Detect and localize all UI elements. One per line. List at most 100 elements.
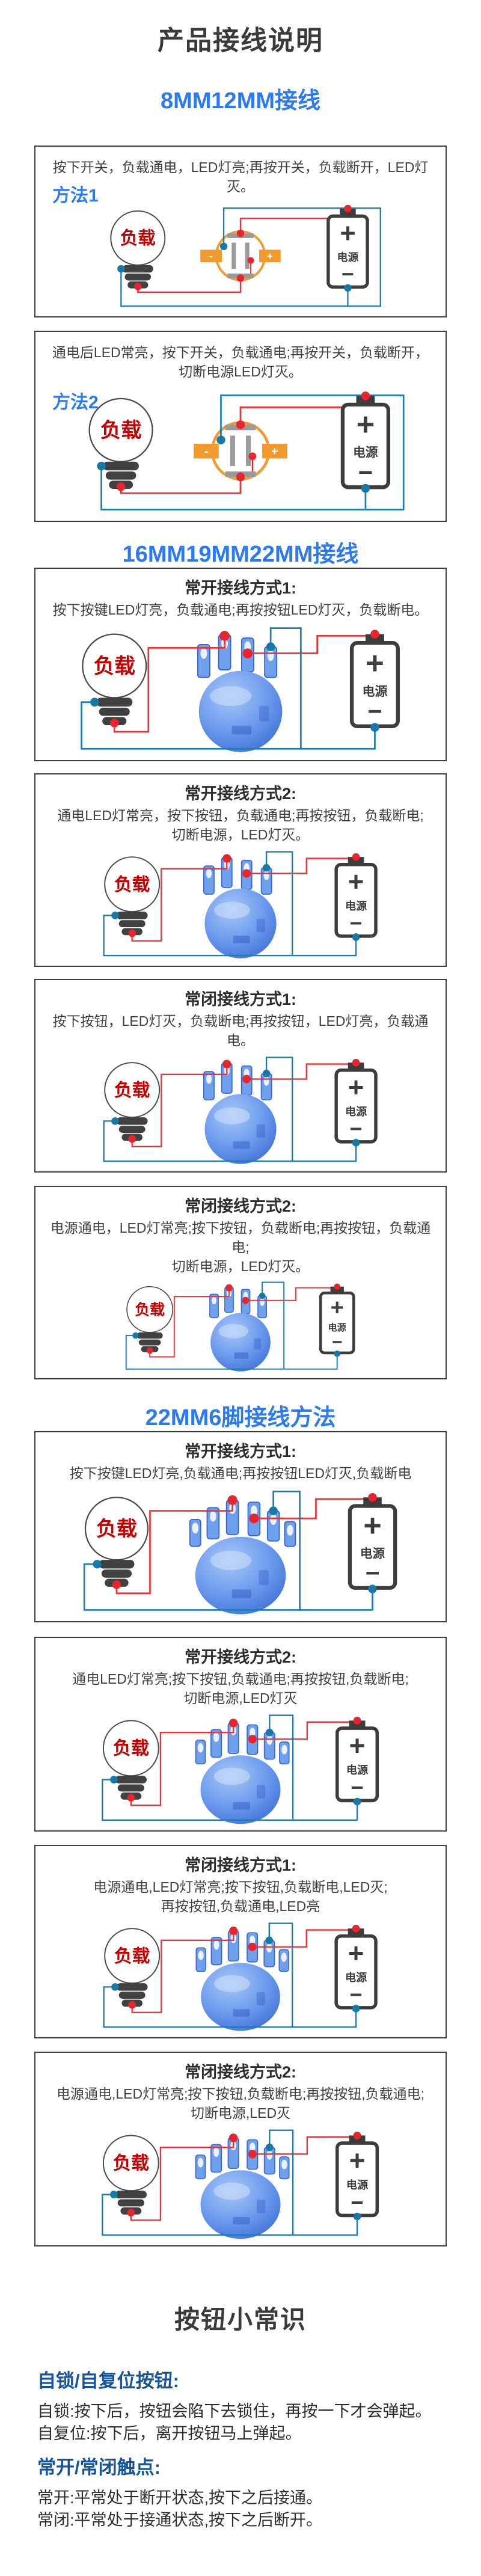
wire-blue <box>100 394 405 511</box>
wiring-diagram: 负载 + 电源 − <box>35 2123 446 2242</box>
svg-text:+: + <box>348 1938 364 1969</box>
svg-text:电源: 电源 <box>345 1105 367 1118</box>
method-label: 方法1 <box>52 186 99 206</box>
svg-text:电源: 电源 <box>362 685 387 699</box>
load-bulb-icon: 负载 <box>104 1928 161 2009</box>
power-battery-icon: + 电源 − <box>326 204 369 292</box>
power-battery-icon: + 电源 − <box>340 391 391 493</box>
wire-red <box>252 1721 358 1740</box>
svg-text:+: + <box>331 1295 344 1320</box>
box-desc: 通电后LED常亮，按下开关，负载通电;再按开关，负载断开， 切断电源LED灯灭。 <box>52 345 429 379</box>
svg-text:−: − <box>350 1982 363 2007</box>
svg-text:−: − <box>351 1775 363 1800</box>
svg-text:负载: 负载 <box>135 1301 165 1318</box>
box-desc: 按下按钮，LED灯灭，负载断电;再按按钮，LED灯亮，负载通电。 <box>52 1013 429 1048</box>
svg-text:负载: 负载 <box>120 228 156 248</box>
wire-red <box>245 1287 337 1301</box>
wiring-box-no1: 常开接线方式1: 按下按键LED灯亮，负载通电;再按按钮LED灯灭，负载断电。 … <box>34 568 447 761</box>
wiring-diagram: 负载 + 电源 − <box>35 619 446 756</box>
box-desc: 通电LED灯常亮;按下按钮,负载通电;再按按钮,负载断电; 切断电源,LED灯灭 <box>72 1671 409 1706</box>
box-title: 常开接线方式1: <box>184 1443 296 1461</box>
svg-text:+: + <box>349 1729 366 1761</box>
svg-text:负载: 负载 <box>94 655 135 678</box>
svg-text:电源: 电源 <box>360 1547 385 1561</box>
svg-text:−: − <box>332 1332 343 1352</box>
push-button-switch-icon <box>195 1722 290 1824</box>
load-bulb-icon: 负载 <box>104 1062 161 1143</box>
wire-blue <box>83 1563 373 1611</box>
svg-text:+: + <box>363 1509 381 1544</box>
box-desc: 按下开关，负载通电，LED灯亮;再按开关，负载断开，LED灯灭。 <box>52 159 429 194</box>
footer-spacer <box>0 2532 481 2575</box>
svg-text:负载: 负载 <box>96 1518 137 1541</box>
wiring-box-nc1: 常闭接线方式1: 按下按钮，LED灯灭，负载断电;再按按钮，LED灯亮，负载通电… <box>34 979 447 1173</box>
load-bulb-icon: 负载 <box>102 2135 159 2217</box>
wiring-diagram: - + 负载 + 电源 − <box>35 196 446 313</box>
wiring-box-no2: 常开接线方式2: 通电LED灯常亮，按下按钮，负载通电;再按按钮，负载断电; 切… <box>34 773 447 967</box>
load-bulb-icon: 负载 <box>126 1286 173 1354</box>
load-bulb-icon: 负载 <box>82 633 147 728</box>
box-title: 常闭接线方式2: <box>184 1197 296 1215</box>
svg-text:-: - <box>204 445 209 458</box>
wire-blue <box>102 2194 358 2236</box>
wire-red <box>149 1287 230 1358</box>
load-bulb-icon: 负载 <box>104 856 161 937</box>
wire-red <box>254 1498 373 1520</box>
svg-text:负载: 负载 <box>100 419 142 442</box>
box-desc: 通电LED灯常亮，按下按钮，负载通电;再按按钮，负载断电; 切断电源，LED灯灭… <box>57 808 424 842</box>
wire-red <box>131 858 228 942</box>
svg-text:负载: 负载 <box>114 1081 150 1100</box>
knowledge-body-contacts: 常开:平常处于断开状态,按下之后接通。 常闭:平常处于接通状态,按下之后断开。 <box>37 2489 323 2529</box>
knowledge-heading-latching: 自锁/自复位按钮: <box>37 2370 179 2391</box>
svg-text:电源: 电源 <box>345 1971 367 1984</box>
knowledge-heading-contacts: 常开/常闭触点: <box>37 2457 161 2478</box>
wire-blue <box>262 1281 285 1369</box>
load-bulb-icon: 负载 <box>84 1497 149 1589</box>
power-battery-icon: + 电源 − <box>335 2132 379 2221</box>
box-title: 常开接线方式2: <box>184 1648 296 1666</box>
power-battery-icon: + 电源 − <box>334 853 378 941</box>
wiring-box-6pin-nc2: 常闭接线方式2: 电源通电,LED灯常亮;按下按钮,负载断电;再按按钮,负载通电… <box>34 2052 447 2246</box>
push-button-switch-icon <box>203 857 277 958</box>
box-desc: 电源通电,LED灯常亮;按下按钮,负载断电,LED灭; 再按按钮,负载通电,LE… <box>93 1879 388 1914</box>
wire-blue <box>272 1490 301 1610</box>
svg-text:+: + <box>271 445 278 458</box>
knowledge-body-latching: 自锁:按下后，按钮会陷下去锁住，再按一下才会弹起。 自复位:按下后，离开按钮马上… <box>37 2402 432 2443</box>
wire-red <box>131 1064 228 1147</box>
wire-red <box>252 1929 357 1948</box>
wire-red <box>131 1931 234 2013</box>
svg-text:+: + <box>357 407 375 442</box>
wiring-diagram: - + 负载 + 电源 − <box>35 381 446 517</box>
wire-red <box>247 1063 357 1080</box>
box-title: 常闭接线方式2: <box>184 2063 296 2081</box>
wire-blue <box>103 1120 357 1162</box>
power-battery-icon: + 电源 − <box>334 1924 378 2013</box>
wire-blue <box>81 701 376 750</box>
power-battery-icon: + 电源 − <box>319 1283 355 1357</box>
wire-blue <box>268 1922 293 2028</box>
svg-text:−: − <box>350 910 363 935</box>
svg-text:电源: 电源 <box>346 2179 369 2191</box>
svg-text:+: + <box>348 1072 364 1103</box>
load-bulb-icon: 负载 <box>110 210 166 290</box>
box-title: 常闭接线方式1: <box>184 1856 296 1874</box>
load-bulb-icon: 负载 <box>88 397 153 491</box>
box-desc: 按下按键LED灯亮,负载通电;再按按钮LED灯灭,负载断电 <box>69 1465 412 1481</box>
wire-red <box>130 2138 234 2221</box>
svg-text:+: + <box>349 2144 366 2176</box>
wire-red <box>137 278 242 293</box>
box-desc: 电源通电,LED灯常亮;按下按钮,负载断电;再按按钮,负载通电; 切断电源,LE… <box>56 2086 425 2121</box>
push-button-switch-icon <box>203 1063 277 1164</box>
knowledge-title: 按钮小常识 <box>174 2305 307 2334</box>
svg-text:负载: 负载 <box>113 1739 149 1759</box>
wiring-box-method-2: 通电后LED常亮，按下开关，负载通电;再按开关，负载断开， 切断电源LED灯灭。… <box>34 331 447 522</box>
svg-text:−: − <box>358 458 373 486</box>
svg-text:+: + <box>340 218 355 248</box>
box-desc: 电源通电，LED灯常亮;按下按钮，负载断电;再按按钮，负载通电; 切断电源，LE… <box>50 1220 431 1274</box>
wire-blue <box>103 915 357 957</box>
wire-blue <box>265 851 293 956</box>
push-button-switch-icon <box>197 634 283 752</box>
wiring-diagram: 负载 + 电源 − <box>35 1916 446 2034</box>
box-title: 常开接线方式1: <box>184 579 296 597</box>
wire-red <box>120 477 242 494</box>
